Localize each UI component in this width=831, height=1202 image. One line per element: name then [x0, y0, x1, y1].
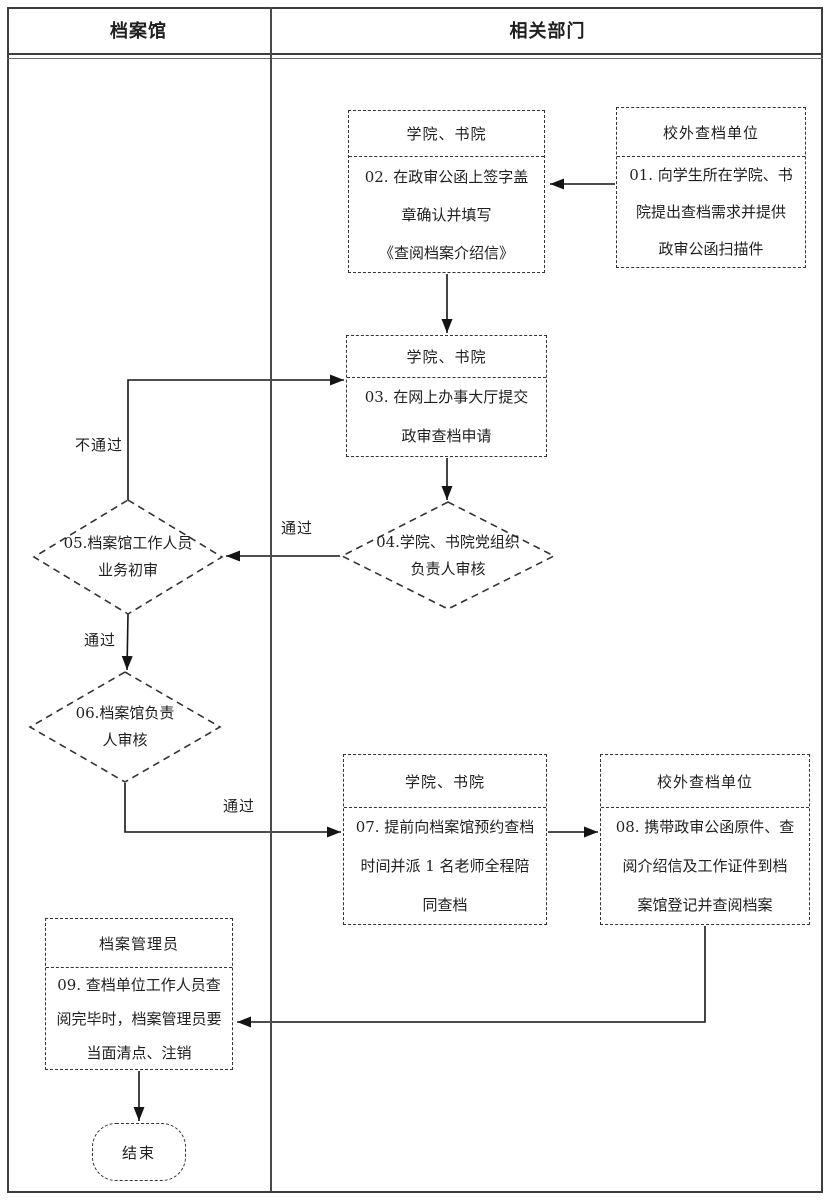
decision-04-shape — [340, 501, 556, 610]
node-step02: 学院、书院 02. 在政审公函上签字盖 章确认并填写 《查阅档案介绍信》 — [348, 110, 545, 273]
node-step08-role: 校外查档单位 — [601, 755, 809, 808]
edge-05-to-06 — [121, 613, 133, 671]
edge-label-fail: 不通过 — [74, 436, 123, 454]
end-node: 结束 — [92, 1123, 186, 1181]
edge-label-pass-05-06: 通过 — [83, 631, 116, 649]
node-step02-role: 学院、书院 — [349, 111, 544, 157]
node-step02-text: 02. 在政审公函上签字盖 章确认并填写 《查阅档案介绍信》 — [364, 168, 529, 262]
node-step09-role: 档案管理员 — [46, 919, 232, 968]
node-step07: 学院、书院 07. 提前向档案馆预约查档 时间并派 1 名老师全程陪 同查档 — [343, 754, 547, 925]
node-step01: 校外查档单位 01. 向学生所在学院、书 院提出查档需求并提供 政审公函扫描件 — [616, 107, 806, 268]
decision-04-label: 04.学院、书院党组织 负责人审核 — [376, 532, 520, 578]
node-step09-text: 09. 查档单位工作人员查 阅完毕时，档案管理员要 当面清点、注销 — [56, 976, 222, 1062]
decision-05-shape — [32, 499, 224, 615]
lane-divider — [270, 7, 272, 1191]
header-divider-line-2 — [7, 58, 823, 59]
decision-06-label: 06.档案馆负责 人审核 — [75, 704, 175, 749]
node-step07-role: 学院、书院 — [344, 755, 546, 808]
lane-title-archive: 档案馆 — [110, 21, 167, 42]
decision-06-shape — [28, 671, 222, 783]
edge-06-to-07 — [124, 783, 341, 838]
edge-label-pass-06-07: 通过 — [222, 797, 255, 815]
page-border — [7, 7, 823, 1193]
edge-label-pass-04-05: 通过 — [280, 519, 313, 537]
lane-title-departments: 相关部门 — [509, 21, 586, 42]
node-step01-text: 01. 向学生所在学院、书 院提出查档需求并提供 政审公函扫描件 — [629, 166, 793, 258]
node-step07-text: 07. 提前向档案馆预约查档 时间并派 1 名老师全程陪 同查档 — [355, 818, 535, 914]
node-step03-text: 03. 在网上办事大厅提交 政审查档申请 — [364, 388, 529, 445]
node-step01-role: 校外查档单位 — [617, 108, 805, 157]
edge-08-to-09 — [237, 926, 706, 1028]
edge-05-to-03-fail — [127, 374, 344, 500]
decision-05-label: 05.档案馆工作人员 业务初审 — [63, 534, 193, 579]
node-step09: 档案管理员 09. 查档单位工作人员查 阅完毕时，档案管理员要 当面清点、注销 — [45, 918, 233, 1070]
node-step08-text: 08. 携带政审公函原件、查 阅介绍信及工作证件到档 案馆登记并查阅档案 — [615, 818, 795, 914]
node-step08: 校外查档单位 08. 携带政审公函原件、查 阅介绍信及工作证件到档 案馆登记并查… — [600, 754, 810, 925]
header-divider-line — [7, 53, 823, 55]
node-step03-role: 学院、书院 — [347, 336, 546, 378]
node-step03: 学院、书院 03. 在网上办事大厅提交 政审查档申请 — [346, 335, 547, 457]
